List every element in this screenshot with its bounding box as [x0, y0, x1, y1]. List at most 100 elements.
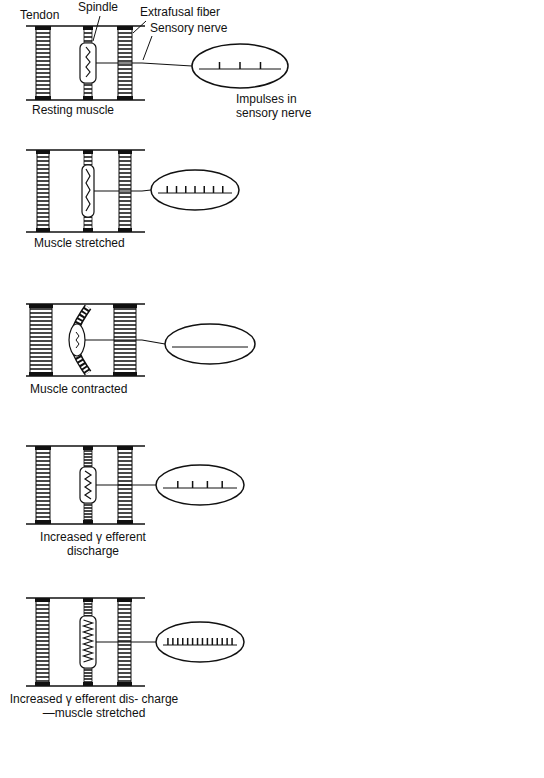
fiber-tendon-cap: [35, 26, 51, 30]
impulse-spike: [197, 638, 199, 645]
extrafusal-fiber: [36, 29, 50, 97]
spindle-pole: [84, 601, 92, 616]
sensory-ending: [76, 332, 79, 348]
impulse-spike: [213, 186, 215, 193]
fiber-tendon-cap: [36, 228, 50, 232]
spindle-tendon-cap: [83, 150, 93, 154]
sensory-nerve-line: [96, 641, 156, 642]
impulse-spike: [202, 638, 204, 645]
impulse-spike: [194, 186, 196, 193]
panel-caption: Resting muscle: [32, 103, 114, 117]
sensory-ending: [86, 169, 90, 211]
spindle-capsule: [80, 467, 96, 503]
leader-line: [133, 21, 146, 33]
muscle-panel: [26, 150, 239, 232]
part-label: Extrafusal fiber: [140, 5, 220, 19]
sensory-nerve-line: [96, 484, 156, 485]
impulse-trace: [163, 488, 237, 489]
spindle-pole: [84, 83, 92, 97]
spindle-pole: [84, 449, 92, 467]
fiber-tendon-cap: [117, 520, 133, 524]
muscle-panel: [26, 26, 288, 100]
fiber-tendon-cap: [35, 96, 51, 100]
part-label: Sensory nerve: [150, 21, 227, 35]
fiber-tendon-cap: [113, 304, 137, 308]
spindle-pole: [84, 503, 92, 521]
extrafusal-fiber: [36, 601, 49, 683]
impulse-spike: [192, 638, 194, 645]
muscle-panel: [26, 598, 244, 686]
muscle-panel: [26, 304, 255, 376]
panel-caption: Muscle contracted: [30, 382, 127, 396]
spindle-capsule: [80, 43, 96, 83]
spindle-tendon-cap: [83, 228, 93, 232]
fiber-tendon-cap: [29, 372, 53, 376]
fiber-tendon-cap: [117, 598, 132, 602]
recording-oval: [156, 465, 244, 505]
spindle-capsule: [82, 165, 94, 217]
sensory-nerve-line: [96, 63, 192, 66]
sensory-nerve-line: [85, 340, 165, 344]
impulse-spike: [260, 62, 262, 69]
impulse-spike: [172, 638, 174, 645]
fiber-tendon-cap: [35, 682, 50, 686]
sensory-nerve-line: [94, 190, 151, 191]
fiber-tendon-cap: [117, 446, 133, 450]
impulse-spike: [176, 186, 178, 193]
impulse-spike: [222, 186, 224, 193]
muscle-panel: [26, 446, 244, 524]
impulse-spike: [182, 638, 184, 645]
extrafusal-fiber: [37, 153, 49, 229]
spindle-pole: [84, 153, 92, 165]
impulse-spike: [192, 481, 194, 488]
sensory-ending: [85, 471, 91, 499]
fiber-tendon-cap: [118, 150, 132, 154]
impulse-spike: [167, 638, 169, 645]
recording-oval: [156, 622, 244, 662]
leader-line: [143, 36, 152, 60]
impulse-spike: [239, 62, 241, 69]
fiber-tendon-cap: [35, 520, 51, 524]
spindle-tendon-cap: [83, 446, 93, 450]
recording-oval: [165, 324, 255, 364]
impulse-spike: [231, 638, 233, 645]
part-label: Tendon: [20, 8, 59, 22]
impulse-spike: [187, 638, 189, 645]
extrafusal-fiber: [30, 307, 52, 373]
impulse-spike: [177, 481, 179, 488]
spindle-tendon-cap: [83, 96, 93, 100]
fiber-tendon-cap: [29, 304, 53, 308]
part-label: Spindle: [78, 0, 118, 14]
fiber-tendon-cap: [113, 372, 137, 376]
panel-caption: Increased γ efferent dis- charge—muscle …: [6, 692, 182, 720]
oscilloscope-label: Impulses in sensory nerve: [236, 92, 336, 120]
impulse-spike: [207, 481, 209, 488]
fiber-tendon-cap: [118, 228, 132, 232]
impulse-spike: [217, 638, 219, 645]
spindle-pole: [84, 668, 92, 683]
impulse-spike: [167, 186, 169, 193]
spindle-pole: [84, 29, 92, 43]
impulse-spike: [219, 62, 221, 69]
fiber-tendon-cap: [117, 26, 133, 30]
impulse-spike: [221, 638, 223, 645]
fiber-tendon-cap: [35, 598, 50, 602]
impulse-spike: [185, 186, 187, 193]
fiber-tendon-cap: [36, 150, 50, 154]
spindle-tendon-cap: [83, 520, 93, 524]
spindle-capsule: [69, 324, 85, 356]
impulse-spike: [204, 186, 206, 193]
panel-caption: Increased γ efferent discharge: [18, 530, 168, 558]
impulse-trace: [172, 347, 248, 348]
spindle-capsule: [80, 616, 96, 668]
fiber-tendon-cap: [117, 96, 133, 100]
impulse-spike: [212, 638, 214, 645]
impulse-spike: [177, 638, 179, 645]
fiber-tendon-cap: [117, 682, 132, 686]
spindle-pole: [84, 217, 92, 229]
impulse-trace: [163, 645, 237, 646]
spindle-tendon-cap: [83, 682, 93, 686]
impulse-spike: [207, 638, 209, 645]
impulse-spike: [221, 481, 223, 488]
sensory-ending: [86, 47, 90, 77]
